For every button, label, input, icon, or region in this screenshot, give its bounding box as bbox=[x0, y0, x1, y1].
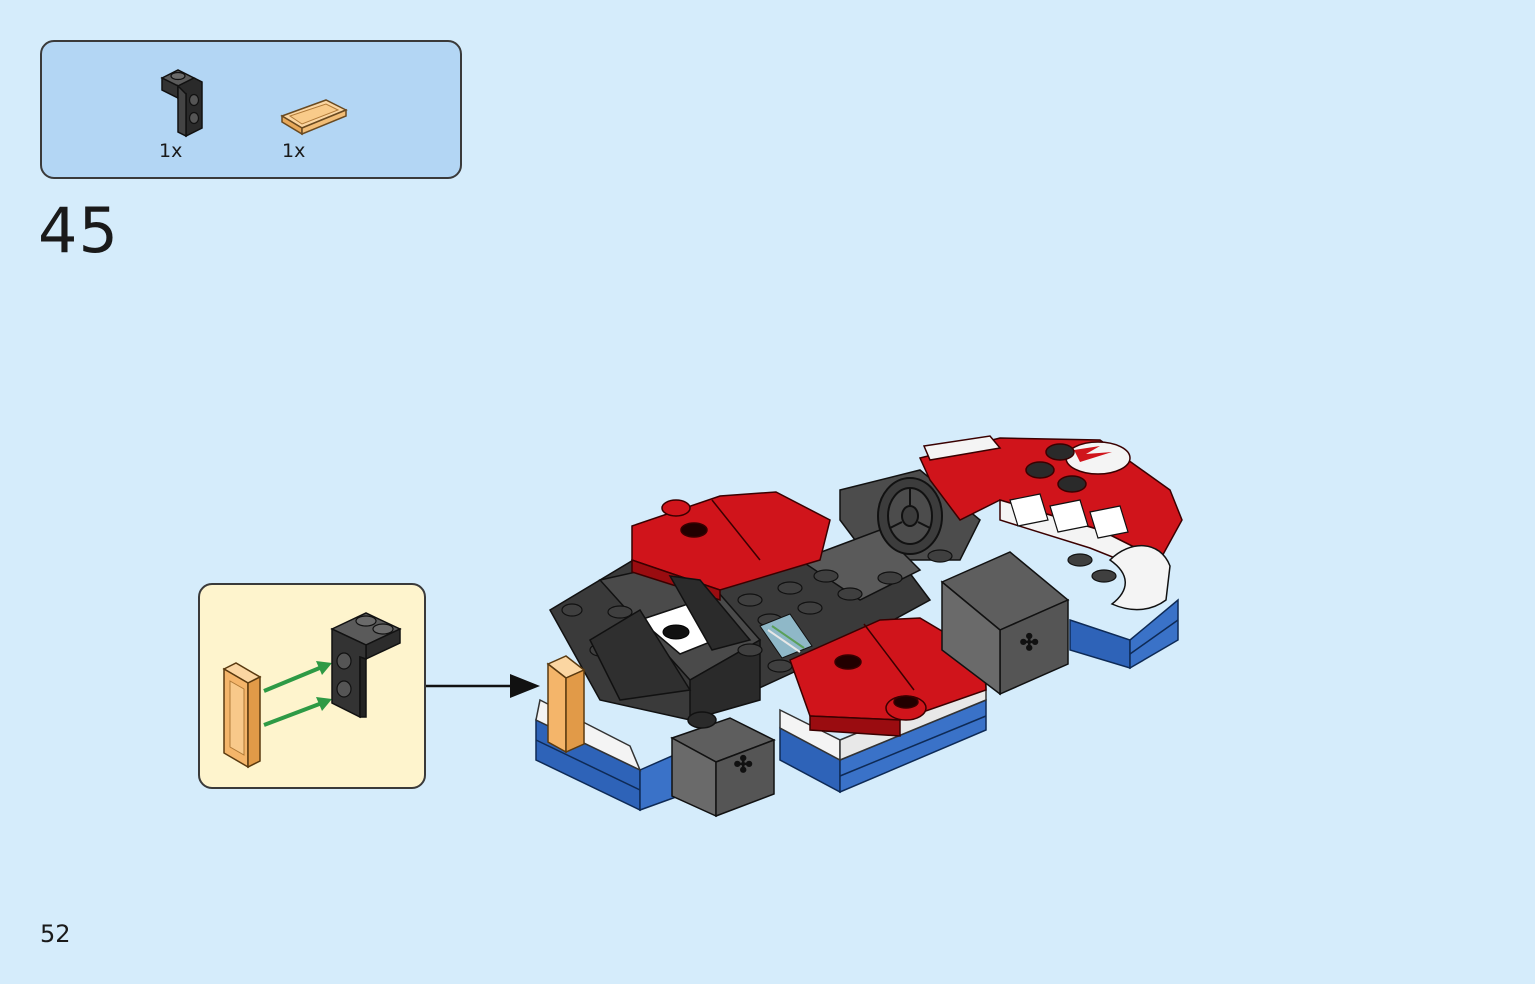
step-number: 45 bbox=[38, 194, 119, 267]
rear-grill bbox=[1009, 493, 1129, 539]
red-front-right-wing bbox=[789, 617, 987, 737]
steering-wheel bbox=[877, 477, 943, 555]
black-bracket-qty: 1x bbox=[159, 140, 183, 162]
black-bracket-part-icon bbox=[156, 64, 208, 138]
white-rear-fender bbox=[1108, 545, 1171, 611]
callout-pointer-arrowhead bbox=[510, 674, 540, 698]
trans-orange-tile-placed bbox=[546, 655, 586, 754]
sub-assembly-callout bbox=[198, 583, 426, 789]
parts-list-panel: 1x 1x bbox=[40, 40, 462, 179]
black-stud bbox=[662, 624, 690, 640]
printed-tile bbox=[759, 613, 813, 659]
svg-text:✣: ✣ bbox=[734, 753, 752, 778]
gray-blocks: ✣ ✣ bbox=[670, 551, 1070, 818]
page-number: 52 bbox=[40, 920, 71, 948]
svg-text:✣: ✣ bbox=[1020, 631, 1038, 656]
body-studs bbox=[607, 549, 1117, 673]
sub-assembly-illustration bbox=[222, 612, 402, 769]
trans-orange-tile-qty: 1x bbox=[282, 140, 306, 162]
trans-orange-tile-part-icon bbox=[280, 96, 350, 136]
dark-wedges bbox=[589, 575, 752, 701]
